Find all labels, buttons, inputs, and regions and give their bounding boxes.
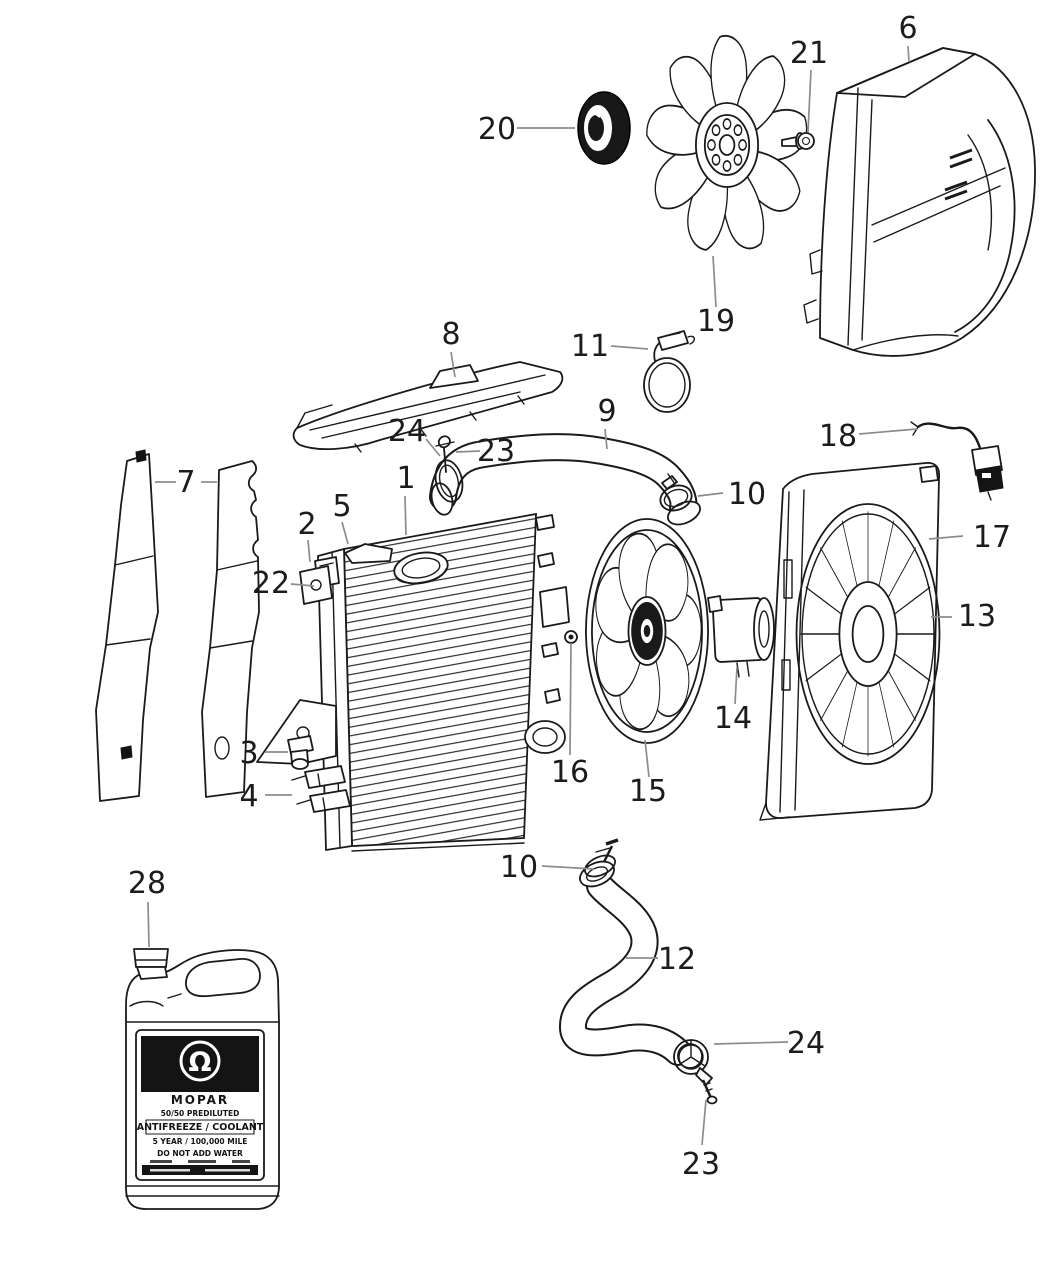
callout-4-3[interactable]: 4: [239, 779, 258, 814]
jug-label-line3: 5 YEAR / 100,000 MILE: [153, 1137, 248, 1146]
leader-line-15-15: [644, 739, 650, 778]
callout-18-18[interactable]: 18: [819, 419, 857, 454]
leader-line-8-7: [450, 351, 456, 378]
leader-line-22-22: [290, 583, 315, 587]
callout-11-11[interactable]: 11: [571, 329, 609, 364]
callout-14-14[interactable]: 14: [714, 701, 752, 736]
leader-line-18-18: [858, 428, 918, 435]
leader-line-14-14: [734, 666, 738, 705]
jug-label-line1: 50/50 PREDILUTED: [161, 1109, 240, 1118]
leader-line-23-24: [701, 1099, 707, 1146]
mounting-bolt-art: [781, 132, 815, 150]
hose-clamp-10-upper-art: [659, 473, 693, 512]
callout-22-22[interactable]: 22: [252, 566, 290, 601]
wiring-harness-art: [910, 421, 1004, 501]
leader-line-24-26: [713, 1041, 789, 1045]
upper-radiator-hose-art: [429, 433, 701, 526]
electric-fan-art: [586, 519, 708, 743]
bracket-5-art: [344, 543, 393, 564]
hose-clamp-11-art: [643, 330, 695, 413]
callout-5-4[interactable]: 5: [332, 489, 351, 524]
spring-clamp-24-lower-art: [673, 1039, 713, 1086]
clips-4-art: [291, 765, 351, 813]
leader-line-10-10: [541, 865, 595, 870]
jug-label-line2: ANTIFREEZE / COOLANT: [137, 1122, 264, 1133]
clamp-screw-23-art: [435, 435, 455, 473]
callout-28-27[interactable]: 28: [128, 866, 166, 901]
leader-line-28-27: [147, 901, 150, 948]
mopar-logo-omega: Ω: [189, 1047, 212, 1078]
callout-1-0[interactable]: 1: [396, 461, 415, 496]
leader-line-23-23: [455, 450, 481, 453]
callout-10-9[interactable]: 10: [728, 477, 766, 512]
callout-8-7[interactable]: 8: [441, 317, 460, 352]
leader-line-5-4: [341, 521, 349, 545]
callout-6-5[interactable]: 6: [898, 11, 917, 46]
leader-line-17-17: [928, 535, 964, 540]
callout-10-10[interactable]: 10: [500, 850, 538, 885]
callout-23-24[interactable]: 23: [682, 1147, 720, 1182]
fan-blade-art: [642, 32, 808, 257]
leader-line-9-8: [604, 428, 608, 450]
jug-brand-text: MOPAR: [171, 1093, 229, 1107]
callout-9-8[interactable]: 9: [597, 394, 616, 429]
leader-line-1-0: [404, 495, 407, 536]
callout-24-26[interactable]: 24: [787, 1026, 825, 1061]
callout-13-13[interactable]: 13: [958, 599, 996, 634]
fan-shroud-assembly-art: [759, 462, 941, 821]
callout-20-20[interactable]: 20: [478, 112, 516, 147]
leader-line-21-21: [807, 69, 812, 133]
callout-23-23[interactable]: 23: [477, 434, 515, 469]
lower-radiator-hose-art: [559, 860, 692, 1066]
leader-line-16-16: [569, 642, 572, 756]
callouts-layer: 1234567891010111213141516171819202122232…: [128, 11, 1011, 1182]
hose-clamp-10-lower-art: [584, 838, 619, 878]
callout-24-25[interactable]: 24: [388, 414, 426, 449]
leader-line-10-9: [697, 492, 724, 497]
callout-21-21[interactable]: 21: [790, 36, 828, 71]
plug-16-art: [564, 630, 578, 644]
callout-17-17[interactable]: 17: [973, 520, 1011, 555]
jug-label-line4: DO NOT ADD WATER: [157, 1149, 243, 1158]
radiator-art: [256, 512, 570, 852]
callout-7-6[interactable]: 7: [176, 465, 195, 500]
callout-2-1[interactable]: 2: [297, 507, 316, 542]
fan-clutch-art: [577, 91, 631, 165]
air-seals-art: [95, 449, 260, 802]
sight-shield-art: [292, 361, 564, 453]
leader-line-24-25: [425, 438, 441, 457]
callout-3-2[interactable]: 3: [239, 736, 258, 771]
leader-line-6-5: [907, 45, 910, 63]
callout-12-12[interactable]: 12: [658, 942, 696, 977]
callout-19-19[interactable]: 19: [697, 304, 735, 339]
callout-16-16[interactable]: 16: [551, 755, 589, 790]
fan-motor-art: [707, 595, 775, 678]
fan-shroud-art: [803, 47, 1036, 357]
leader-line-11-11: [610, 345, 649, 350]
callout-15-15[interactable]: 15: [629, 774, 667, 809]
plug-3-art: [287, 735, 314, 770]
leader-line-2-1: [307, 539, 311, 563]
coolant-jug-art: Ω MOPAR 50/50 PREDILUTED ANTIFREEZE / CO…: [125, 948, 280, 1210]
clamp-screw-23-lower-art: [701, 1079, 718, 1105]
leader-line-19-19: [712, 255, 717, 308]
